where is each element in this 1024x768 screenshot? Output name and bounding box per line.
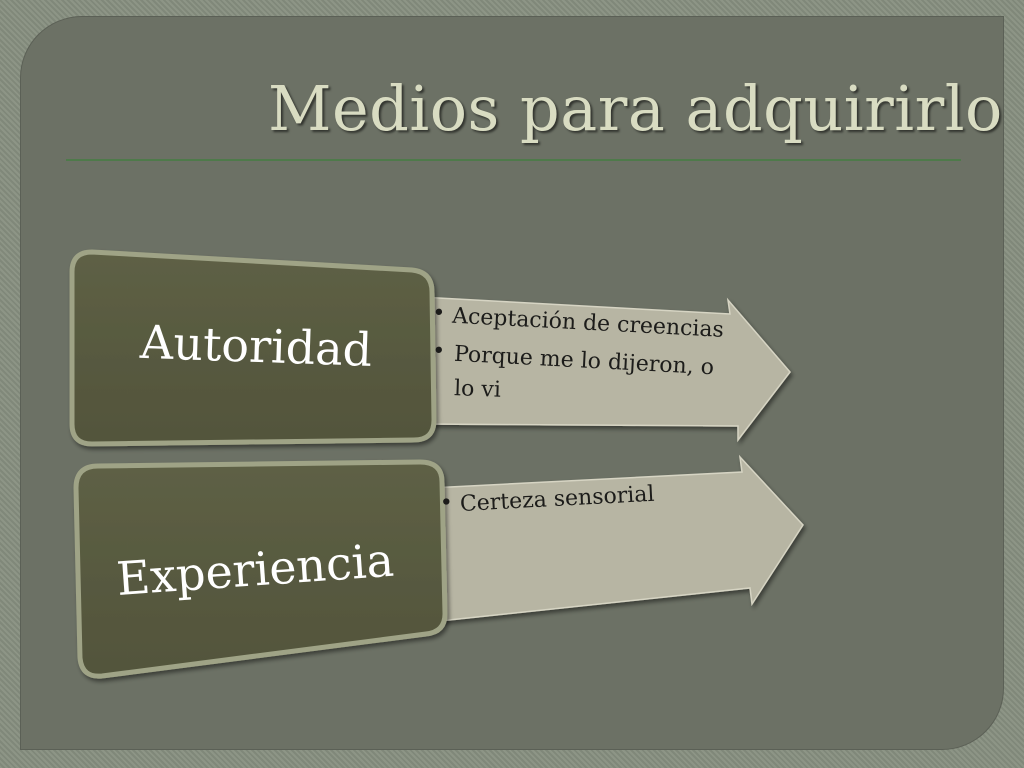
slide-title: Medios para adquirirlo	[268, 72, 1003, 145]
bullet-dot: •	[439, 490, 453, 516]
title-divider	[66, 159, 961, 161]
arrow-autoridad	[419, 296, 791, 443]
box-label-autoridad: Autoridad	[138, 315, 373, 377]
box-autoridad	[69, 249, 437, 447]
bullet-dot: •	[432, 339, 446, 365]
bullet-dot: •	[432, 301, 446, 327]
box-experiencia	[73, 459, 448, 679]
bullet-lo-vi: lo vi	[454, 376, 502, 403]
arrow-experiencia	[429, 454, 804, 623]
